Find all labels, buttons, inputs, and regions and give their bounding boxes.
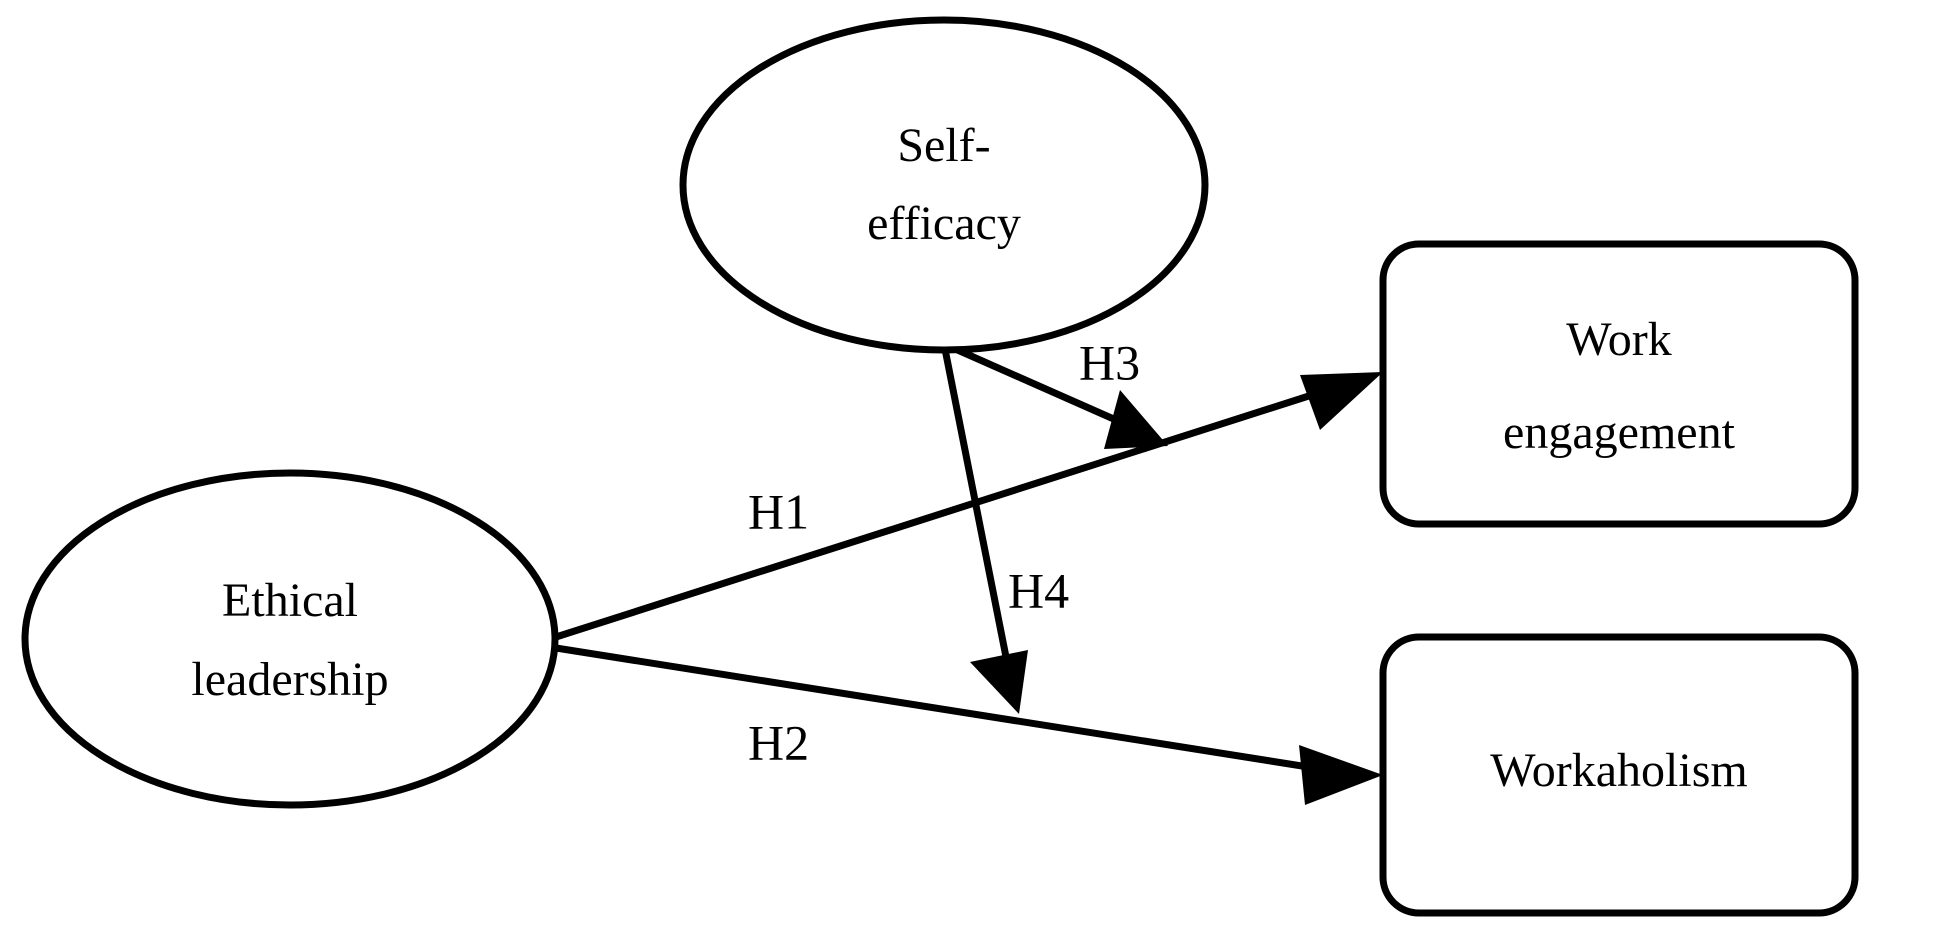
edge-h3-line <box>942 340 1127 428</box>
work-engagement-rect[interactable] <box>1379 240 1859 528</box>
edge-h3 <box>942 340 1168 449</box>
edge-h2-arrowhead <box>1299 745 1383 805</box>
edge-h1-arrowhead <box>1300 372 1383 430</box>
self-efficacy-label-line2: efficacy <box>867 197 1021 250</box>
node-work-engagement[interactable]: Work engagement <box>1379 240 1859 528</box>
edge-h1-line <box>554 382 1342 641</box>
self-efficacy-label-line1: Self- <box>897 119 990 172</box>
edge-label-h3: H3 <box>1079 334 1140 390</box>
edge-label-h1: H1 <box>748 483 809 539</box>
edge-h2 <box>555 644 1383 805</box>
workaholism-rect[interactable] <box>1379 633 1859 917</box>
ethical-leadership-label-line1: Ethical <box>222 574 358 627</box>
edge-h1 <box>554 372 1383 641</box>
workaholism-label-line1: Workaholism <box>1490 744 1747 797</box>
node-self-efficacy[interactable]: Self- efficacy <box>679 16 1209 354</box>
work-engagement-label-line1: Work <box>1566 313 1671 366</box>
edge-h4-line <box>940 343 1013 673</box>
self-efficacy-ellipse[interactable] <box>679 16 1209 354</box>
edge-h4-arrowhead <box>970 650 1028 714</box>
edge-h4 <box>940 343 1028 714</box>
node-ethical-leadership[interactable]: Ethical leadership <box>21 469 559 809</box>
node-workaholism[interactable]: Workaholism <box>1379 633 1859 917</box>
edge-h3-arrowhead <box>1104 390 1168 449</box>
edge-label-h2: H2 <box>748 714 809 770</box>
ethical-leadership-label-line2: leadership <box>191 653 388 706</box>
ethical-leadership-ellipse[interactable] <box>21 469 559 809</box>
edge-h2-line <box>555 644 1341 776</box>
work-engagement-label-line2: engagement <box>1503 406 1736 459</box>
edge-label-h4: H4 <box>1008 562 1069 618</box>
